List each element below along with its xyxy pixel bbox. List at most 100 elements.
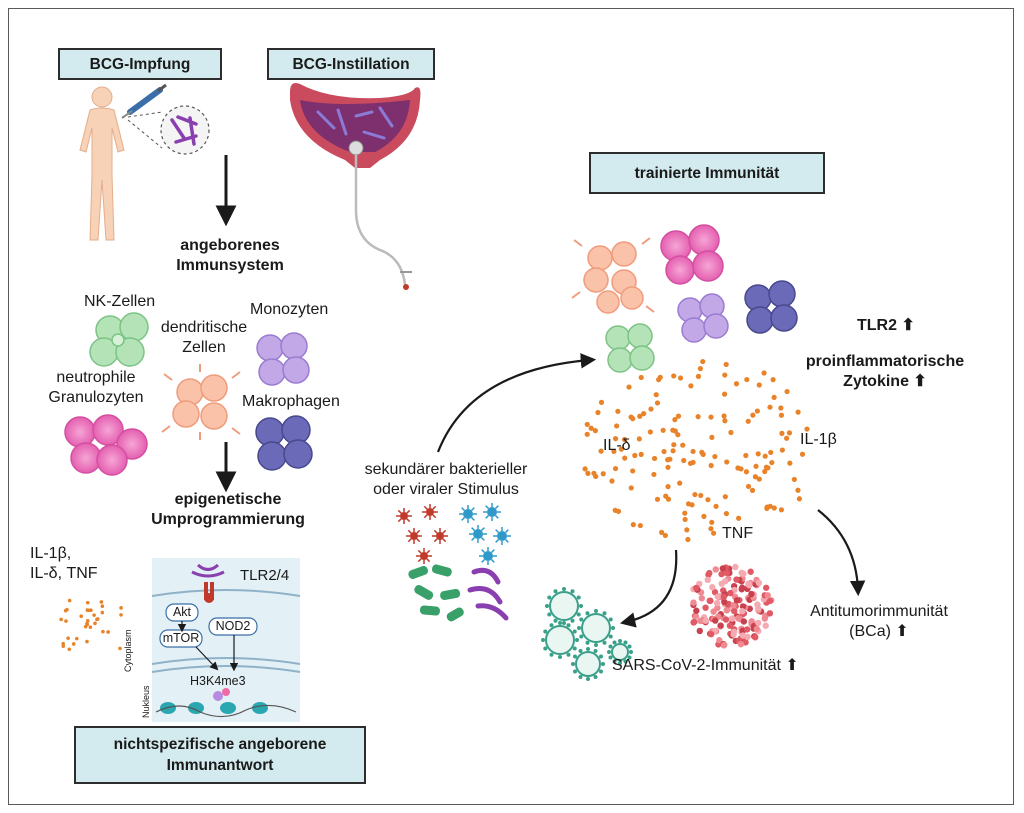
decor-dot: [766, 597, 774, 605]
akt-label: Akt: [172, 605, 192, 619]
decor-dot: [598, 399, 605, 405]
decor-dot: [463, 509, 473, 519]
decor-dot: [595, 409, 601, 416]
decor-dot: [630, 522, 636, 528]
decor-dot: [766, 610, 774, 617]
decor-dot: [754, 408, 760, 414]
decor-dot: [804, 426, 810, 432]
decor-dot: [601, 662, 605, 666]
decor-spike: [471, 517, 475, 521]
decor-spike: [495, 505, 499, 509]
decor-dot: [473, 529, 483, 539]
decor-dot: [637, 522, 643, 529]
decor-spike: [432, 505, 437, 510]
epigenetic-line2: Umprogrammierung: [151, 511, 305, 528]
arrow-to-antitumor: [817, 509, 866, 597]
nk-cells-label: NK-Zellen: [84, 293, 156, 310]
decor-spike: [416, 529, 421, 534]
decor-dot: [755, 451, 761, 457]
arrow-stimulus-to-trained: [436, 353, 597, 453]
decor-dot: [698, 595, 706, 602]
decor-dot: [708, 462, 714, 469]
decor-dot: [721, 598, 728, 606]
decor-dot: [101, 629, 105, 634]
decor-dot: [647, 429, 653, 435]
decor-dot: [487, 507, 497, 517]
decor-dot: [744, 633, 751, 641]
cytoplasm-label: Cytoplasm: [123, 629, 133, 672]
decor-dot: [756, 382, 762, 388]
decor-dot: [571, 662, 575, 666]
decor-dot: [87, 608, 91, 613]
decor-dot: [79, 614, 84, 619]
bcg-vaccination-label: BCG-Impfung: [89, 55, 191, 73]
decor-dot: [705, 497, 711, 503]
trained-macrophages-cluster: [744, 280, 798, 334]
decor-dot: [735, 465, 741, 471]
decor-dot: [59, 617, 63, 622]
decor-dot: [602, 640, 607, 645]
decor-dot: [623, 640, 628, 645]
decor-dot: [671, 442, 677, 448]
decor-dot: [675, 432, 681, 438]
bcg-vaccination-box: BCG-Impfung: [58, 48, 222, 80]
decor-dot: [687, 460, 694, 466]
decor-dot: [598, 448, 604, 454]
decor-dot: [615, 408, 621, 414]
decor-dot: [748, 590, 755, 598]
decor-dot: [607, 650, 611, 654]
sars-cov2-viruses: [541, 587, 633, 681]
decor-dot: [786, 430, 793, 436]
decor-dot: [66, 636, 70, 640]
decor-dot: [713, 599, 721, 607]
decor-dot: [85, 600, 90, 605]
decor-spike: [442, 538, 447, 543]
decor-dot: [608, 617, 613, 622]
decor-dot: [670, 427, 676, 433]
decor-dot: [629, 650, 633, 654]
trained-immunity-label: trainierte Immunität: [634, 164, 780, 182]
decor-dot: [547, 595, 552, 600]
decor-dot: [745, 581, 753, 589]
antitumor-line1: Antitumorimmunität: [810, 603, 948, 620]
decor-dot: [682, 510, 688, 516]
trained-dendritic-cluster: [571, 237, 655, 314]
decor-dot: [735, 615, 742, 622]
stimulus-label: sekundärer bakterieller oder viraler Sti…: [358, 460, 534, 500]
decor-dot: [618, 446, 624, 452]
decor-dot: [762, 468, 768, 475]
decor-dot: [688, 383, 694, 389]
decor-dot: [769, 459, 775, 466]
decor-dot: [562, 621, 566, 625]
decor-dot: [400, 512, 408, 520]
nucleus-label: Nukleus: [141, 685, 151, 718]
decor-dot: [545, 604, 549, 608]
decor-dot: [623, 659, 628, 664]
decor-dot: [585, 470, 591, 476]
decor-spike: [491, 559, 495, 563]
decor-dot: [566, 652, 571, 657]
decor-dot: [762, 622, 769, 629]
trained-nk-cluster: [605, 323, 655, 373]
decor-dot: [767, 404, 773, 410]
decor-dot: [743, 452, 749, 459]
decor-dot: [701, 513, 707, 519]
decor-dot: [637, 413, 643, 419]
decor-dot: [700, 358, 706, 365]
stimulus-pathogens: [396, 503, 511, 622]
decor-dot: [608, 655, 613, 660]
decor-dot: [722, 418, 728, 424]
decor-dot: [702, 604, 709, 611]
decor-dot: [636, 436, 642, 442]
decor-dot: [594, 643, 598, 647]
decor-dot: [724, 459, 730, 465]
macrophages-cluster: [255, 415, 313, 471]
decor-dot: [582, 466, 588, 472]
decor-dot: [593, 473, 599, 480]
neutrophil-line2: Granulozyten: [48, 389, 144, 406]
decor-dot: [612, 465, 619, 472]
decor-dot: [598, 654, 603, 659]
decor-dot: [659, 529, 665, 535]
decor-dot: [698, 492, 704, 499]
